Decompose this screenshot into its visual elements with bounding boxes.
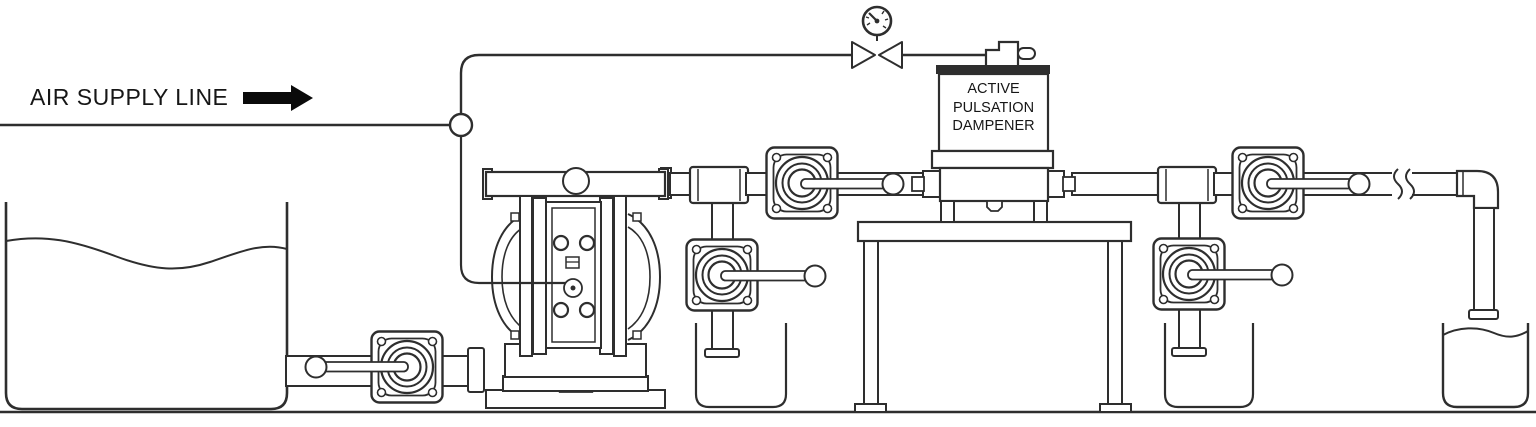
- valve-handle: [1266, 178, 1354, 190]
- ball-valve-suction: [304, 332, 443, 403]
- air-supply-label: AIR SUPPLY LINE: [30, 84, 229, 110]
- air-flow-arrow: [243, 85, 313, 111]
- discharge-pipe: [660, 165, 1500, 358]
- dampener-stand: [854, 220, 1133, 413]
- valve-handle: [800, 178, 888, 190]
- dampener-air-fitting: [984, 40, 1020, 70]
- dampener-flange: [930, 149, 1055, 170]
- dampener-port-bolt-right: [1062, 176, 1076, 192]
- receiving-tank: [1441, 323, 1530, 409]
- pump-clamp-right: [613, 195, 627, 357]
- pump-center-body: [545, 201, 602, 349]
- dampener-lid: [936, 65, 1050, 74]
- supply-tank: [4, 202, 289, 411]
- dampener-manifold: [938, 166, 1050, 203]
- ball-valve-discharge-right: [1233, 148, 1371, 219]
- pump-air-inlet-line: [459, 137, 566, 285]
- drain-tank-right: [1163, 323, 1255, 409]
- valve-handle: [1187, 269, 1277, 281]
- air-supply-pipe: [0, 53, 986, 127]
- pump-inlet-flange: [467, 347, 485, 393]
- air-line-connector: [448, 112, 474, 138]
- active-pulsation-dampener: [911, 40, 1076, 223]
- valve-handle: [720, 270, 810, 282]
- dampener-port-bolt-left: [911, 176, 925, 192]
- pipe-break-symbol: [1392, 168, 1415, 200]
- air-shutoff-valve: [851, 35, 903, 69]
- ball-valve-drain-left: [687, 240, 827, 311]
- drain-tank-left: [694, 323, 788, 409]
- pump-chamber-right: [627, 213, 662, 341]
- elbow-fitting: [1455, 169, 1500, 210]
- ball-valve-discharge-left: [767, 148, 905, 219]
- pump-clamp-left: [519, 195, 533, 357]
- ball-valve-drain-right: [1154, 239, 1294, 310]
- pump-chamber-left: [490, 213, 525, 341]
- liquid-level-line: [1442, 327, 1529, 338]
- dampener-label-line3: DAMPENER: [952, 118, 1035, 134]
- dampener-label: ACTIVE PULSATION DAMPENER: [939, 80, 1048, 136]
- pump-top-port: [562, 167, 590, 195]
- dampener-body: [937, 72, 1050, 153]
- pressure-gauge: [861, 5, 893, 37]
- drop-pipe-flange: [1468, 309, 1499, 320]
- diaphragm-pump: [482, 167, 669, 409]
- valve-handle: [321, 361, 409, 373]
- dampener-label-line1: ACTIVE: [967, 81, 1020, 97]
- drop-pipe: [1473, 207, 1495, 311]
- liquid-level-line: [5, 237, 288, 270]
- dampener-label-line2: PULSATION: [952, 99, 1035, 116]
